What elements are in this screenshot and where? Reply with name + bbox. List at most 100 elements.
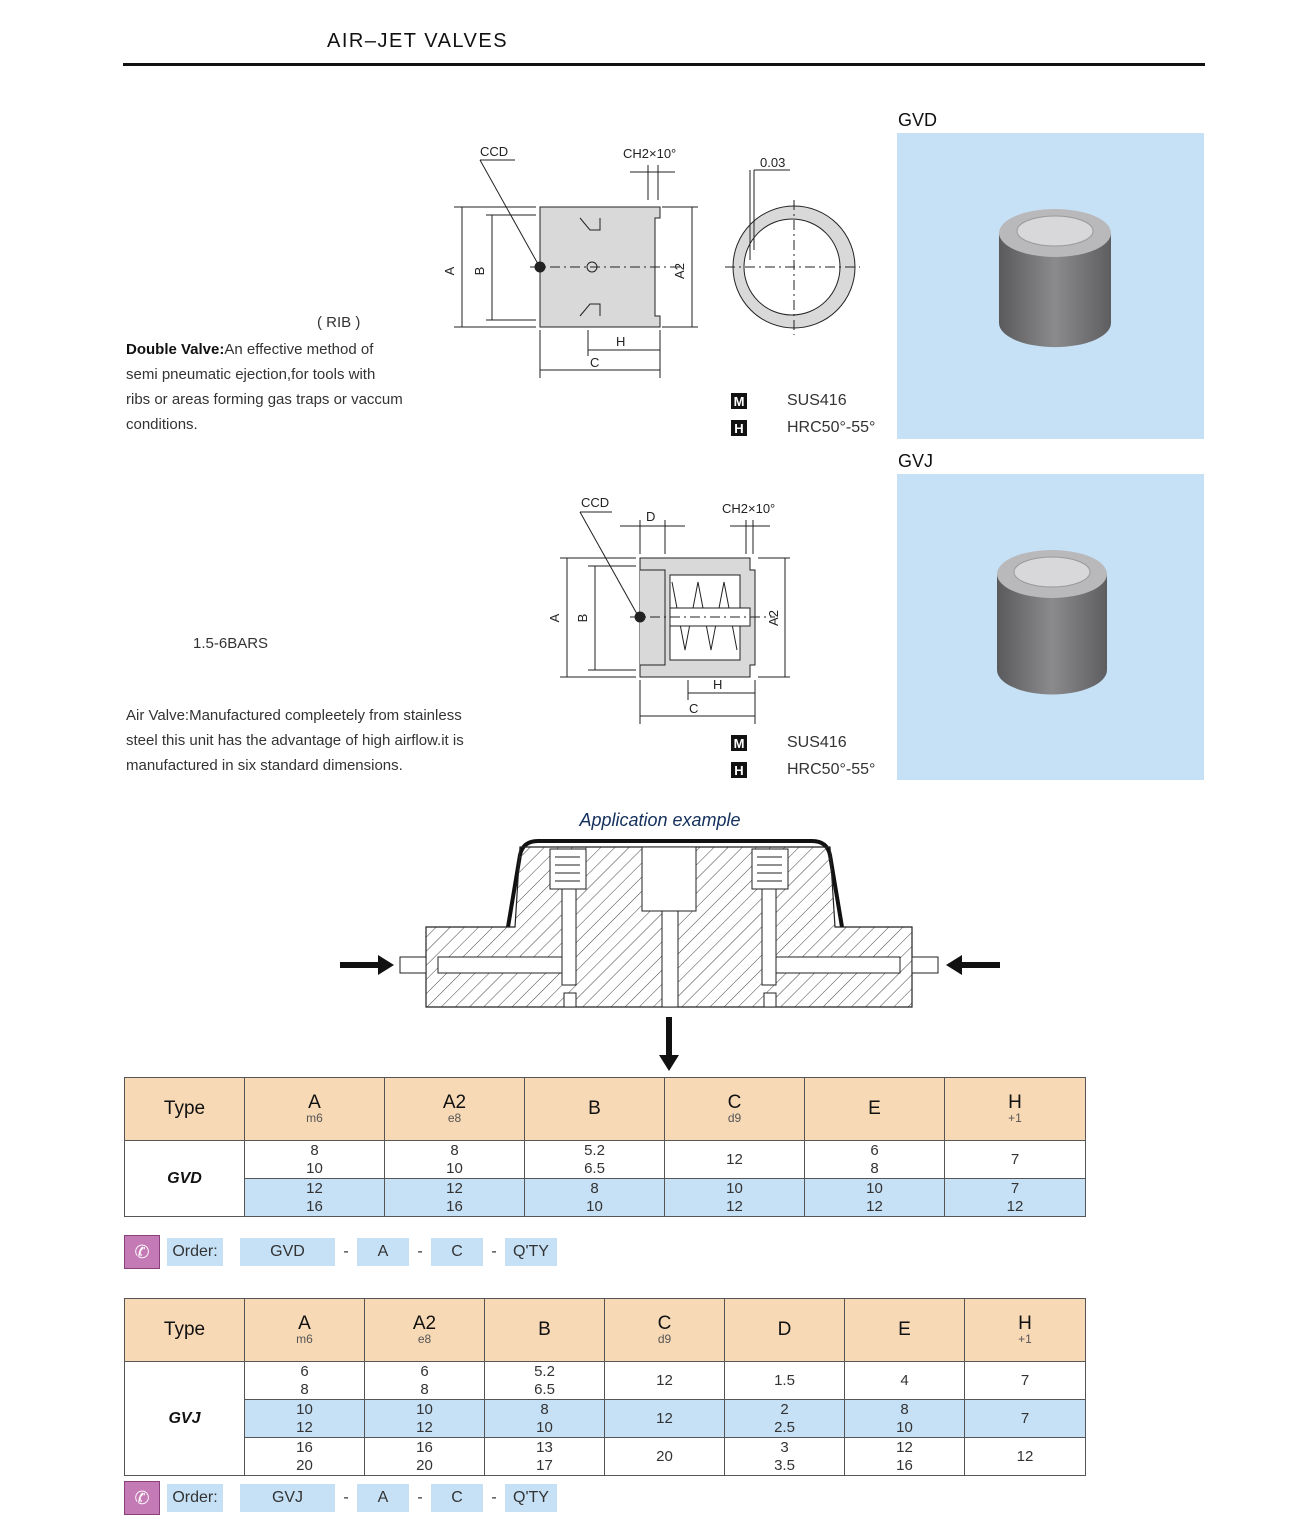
- hardness-badge: H: [731, 420, 747, 436]
- order-field-c: C: [431, 1238, 483, 1266]
- type-cell: GVJ: [124, 1361, 245, 1476]
- order-dash: -: [491, 1489, 497, 1506]
- gvd-product-photo: [897, 133, 1204, 439]
- gvj-pressure: 1.5-6BARS: [193, 635, 269, 652]
- col-header-b: B: [484, 1298, 605, 1362]
- order-dash: -: [491, 1243, 497, 1260]
- gvj-dim-a: A: [547, 613, 562, 622]
- col-header-d: D: [724, 1298, 845, 1362]
- col-header-e: E: [804, 1077, 945, 1141]
- gvd-label: GVD: [898, 110, 938, 130]
- material-badge: M: [731, 735, 747, 751]
- gvd-dim-b: B: [472, 267, 487, 276]
- cell-c: 12: [604, 1399, 725, 1438]
- gvj-desc-line: manufactured in six standard dimensions.: [126, 757, 403, 774]
- order-code: GVD: [240, 1238, 335, 1266]
- gvd-dim-ch: CH2×10°: [623, 146, 676, 161]
- hardness-value: HRC50°-55°: [787, 761, 876, 778]
- order-dash: -: [343, 1243, 349, 1260]
- gvj-dim-b: B: [575, 614, 590, 623]
- order-label: Order:: [167, 1238, 223, 1266]
- col-header-e: E: [844, 1298, 965, 1362]
- phone-icon: ✆: [124, 1235, 160, 1269]
- material-value: SUS416: [787, 392, 847, 409]
- col-header-type: Type: [124, 1298, 245, 1362]
- material-value: SUS416: [787, 734, 847, 751]
- gvj-desc-line: Air Valve:Manufactured compleetely from …: [126, 707, 462, 724]
- col-header-type: Type: [124, 1077, 245, 1141]
- gvd-desc-line: ribs or areas forming gas traps or vaccu…: [126, 391, 403, 408]
- cell-c: 20: [604, 1437, 725, 1476]
- gvj-description: Air Valve:Manufactured compleetely from …: [126, 703, 526, 778]
- hardness-badge: H: [731, 762, 747, 778]
- cell-h: 12: [964, 1437, 1086, 1476]
- gvj-dim-ccd: CCD: [581, 495, 609, 510]
- gvd-technical-drawing: CCD CH2×10° 0.03 A B A2 H C: [442, 144, 860, 378]
- order-dash: -: [417, 1243, 423, 1260]
- gvj-technical-drawing: CCD D CH2×10° A B A2 H C: [547, 495, 790, 724]
- gvd-rib-label: ( RIB ): [317, 314, 361, 331]
- order-code: GVJ: [240, 1484, 335, 1512]
- order-dash: -: [417, 1489, 423, 1506]
- gvd-materials: M SUS416 H HRC50°-55°: [731, 392, 875, 437]
- col-header-h: H+1: [944, 1077, 1086, 1141]
- cell-e: 4: [844, 1361, 965, 1400]
- gvd-dim-ccd: CCD: [480, 144, 508, 159]
- gvd-desc-line: conditions.: [126, 416, 198, 433]
- gvd-dim-a: A: [442, 266, 457, 275]
- order-field-c: C: [431, 1484, 483, 1512]
- cell-c: 12: [664, 1140, 805, 1179]
- gvd-order-row: ✆ Order: GVD - A - C - Q'TY: [124, 1235, 557, 1269]
- cell-h: 7: [964, 1399, 1086, 1438]
- gvj-dim-a2: A2: [766, 610, 781, 626]
- gvj-dim-h: H: [713, 677, 722, 692]
- col-header-h: H+1: [964, 1298, 1086, 1362]
- order-field-qty: Q'TY: [505, 1484, 557, 1512]
- gvj-dim-d: D: [646, 509, 655, 524]
- gvj-label: GVJ: [898, 451, 934, 471]
- page-title: AIR–JET VALVES: [327, 30, 509, 52]
- cell-h: 7: [964, 1361, 1086, 1400]
- type-cell: GVD: [124, 1140, 245, 1217]
- gvj-dim-ch: CH2×10°: [722, 501, 775, 516]
- order-field-qty: Q'TY: [505, 1238, 557, 1266]
- gvd-desc-line: semi pneumatic ejection,for tools with: [126, 366, 376, 383]
- order-field-a: A: [357, 1484, 409, 1512]
- cell-d: 1.5: [724, 1361, 845, 1400]
- hardness-value: HRC50°-55°: [787, 419, 876, 436]
- header-rule: [123, 63, 1205, 66]
- col-header-b: B: [524, 1077, 665, 1141]
- cell-h: 7: [944, 1140, 1086, 1179]
- order-field-a: A: [357, 1238, 409, 1266]
- phone-icon: ✆: [124, 1481, 160, 1515]
- material-badge: M: [731, 393, 747, 409]
- order-label: Order:: [167, 1484, 223, 1512]
- order-dash: -: [343, 1489, 349, 1506]
